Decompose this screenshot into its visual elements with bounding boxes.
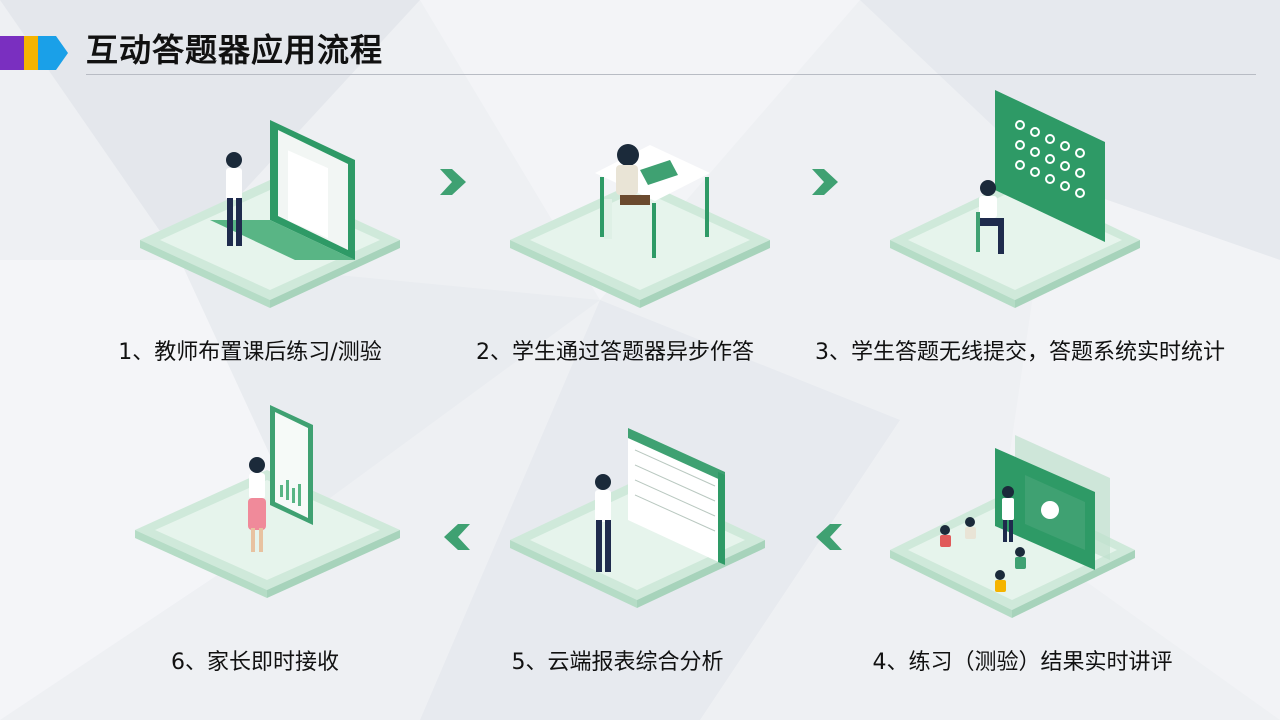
step-5-illustration — [500, 420, 775, 620]
title-divider — [86, 74, 1256, 75]
accent-purple — [0, 36, 24, 70]
accent-yellow — [24, 36, 38, 70]
student-desk-icon — [510, 144, 770, 308]
parent-tablet-icon — [135, 405, 400, 598]
step-6-illustration — [125, 400, 410, 615]
arrow-right-icon — [440, 169, 466, 195]
student-board-icon — [890, 90, 1140, 308]
cloud-report-icon — [510, 428, 765, 608]
classroom-screen-icon — [890, 435, 1135, 618]
step-4-illustration — [880, 430, 1145, 630]
step-3-label: 3、学生答题无线提交，答题系统实时统计 — [815, 340, 1225, 365]
title-bar: 互动答题器应用流程 — [0, 30, 1280, 70]
page-title: 互动答题器应用流程 — [86, 31, 384, 69]
step-1-illustration — [130, 110, 410, 310]
accent-blue-arrow — [56, 36, 68, 70]
step-6-label: 6、家长即时接收 — [171, 650, 339, 675]
step-3-illustration — [880, 90, 1150, 315]
step-2-label: 2、学生通过答题器异步作答 — [476, 340, 754, 365]
arrow-right-icon — [812, 169, 838, 195]
step-4-label: 4、练习（测验）结果实时讲评 — [872, 650, 1173, 675]
arrow-left-icon — [444, 524, 470, 550]
step-2-illustration — [500, 115, 780, 315]
teacher-laptop-icon — [140, 120, 400, 308]
step-1-label: 1、教师布置课后练习/测验 — [118, 340, 382, 365]
accent-blue — [38, 36, 56, 70]
step-5-label: 5、云端报表综合分析 — [511, 650, 724, 675]
arrow-left-icon — [816, 524, 842, 550]
